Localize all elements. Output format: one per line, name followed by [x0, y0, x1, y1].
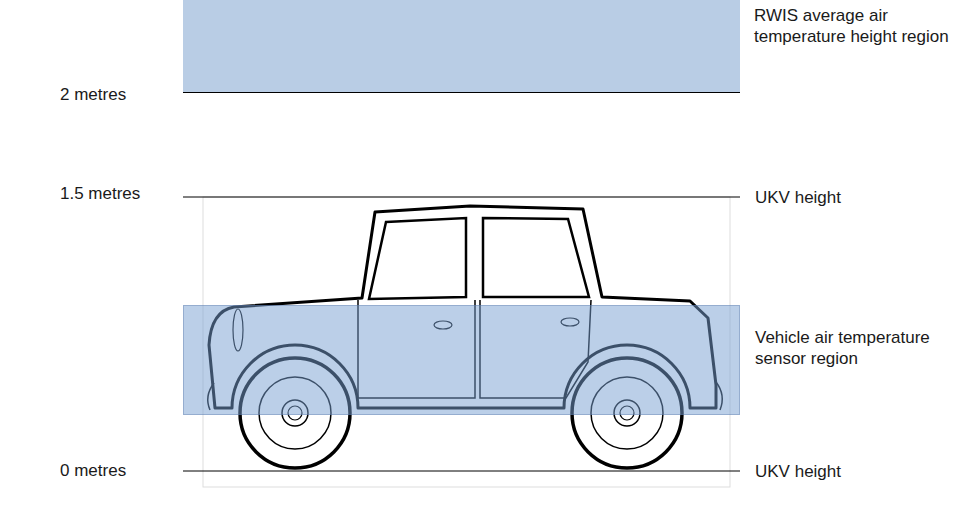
height-line: [183, 197, 740, 198]
ukv-label: UKV height: [755, 461, 841, 482]
height-label: 1.5 metres: [60, 183, 140, 204]
height-region-band: RWIS average air temperature height regi…: [183, 0, 740, 93]
height-label: 2 metres: [60, 84, 126, 105]
height-line: [183, 471, 740, 472]
ukv-label: UKV height: [755, 187, 841, 208]
sensor-region-band: Vehicle air temperature sensor region: [183, 305, 740, 415]
car-window: [483, 218, 589, 297]
region-label: Vehicle air temperature sensor region: [755, 327, 950, 369]
car-window: [369, 218, 466, 299]
region-label: RWIS average air temperature height regi…: [754, 5, 949, 47]
height-label: 0 metres: [60, 460, 126, 481]
